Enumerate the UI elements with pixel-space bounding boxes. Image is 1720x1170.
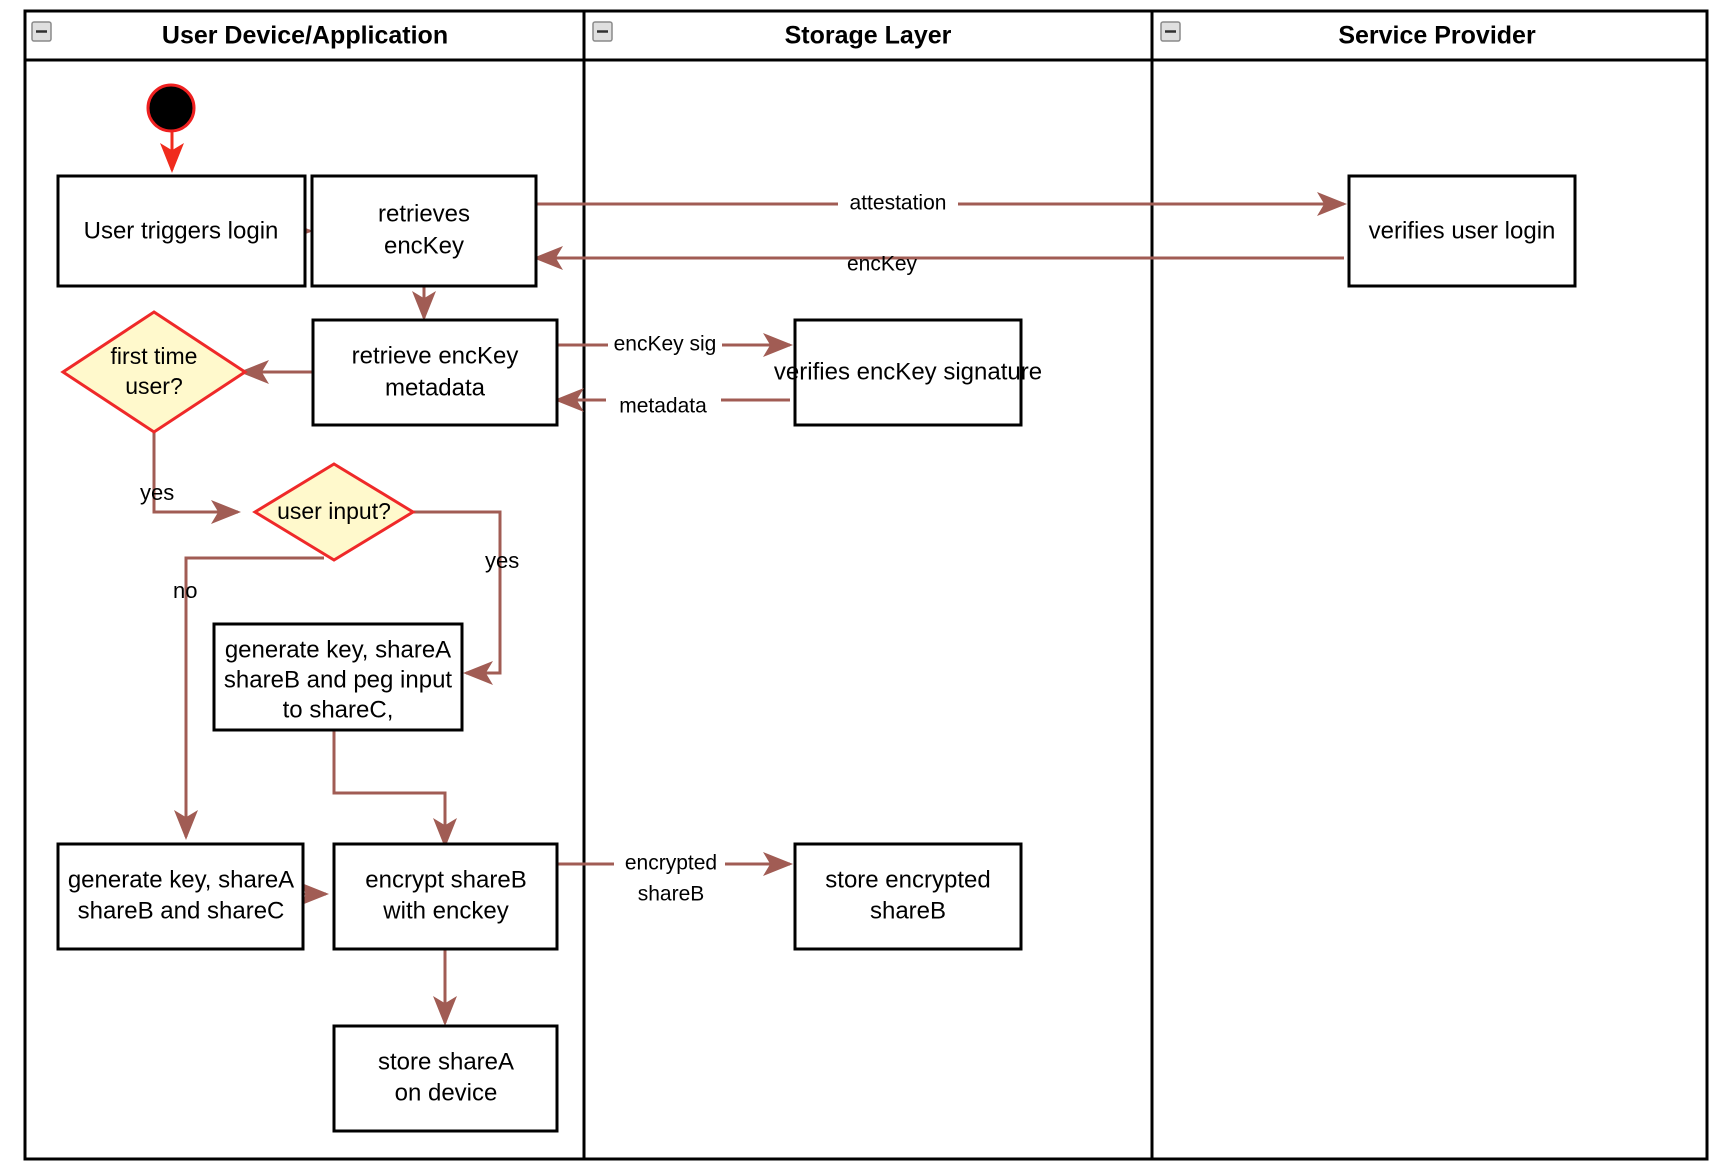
- node-encrypt-shareb[interactable]: encrypt shareB with enckey: [332, 842, 559, 951]
- activity-box[interactable]: [310, 174, 538, 288]
- node-label-line-1: store encrypted: [825, 866, 990, 893]
- node-label-line-1: retrieve encKey: [352, 342, 519, 369]
- edge-label-enckey-sig: encKey sig: [614, 333, 717, 356]
- edge-label-enckey: encKey: [847, 253, 918, 276]
- node-store-sharea[interactable]: store shareA on device: [332, 1024, 559, 1133]
- node-label-line-3: to shareC,: [283, 696, 394, 723]
- node-label-line-2: with enckey: [382, 897, 508, 924]
- node-label-line-2: shareB: [870, 897, 946, 924]
- edge-label-yes-first-time: yes: [140, 480, 174, 505]
- node-retrieves-enckey[interactable]: retrieves encKey: [310, 174, 538, 288]
- node-label-line-2: user?: [125, 373, 183, 399]
- decision-shape[interactable]: [60, 310, 248, 434]
- node-label-line-2: metadata: [385, 374, 486, 401]
- node-label-line-1: retrieves: [378, 200, 470, 227]
- node-verifies-enckey-signature[interactable]: verifies encKey signature: [774, 318, 1042, 427]
- edge-label-no-user-input: no: [173, 578, 197, 603]
- lane-title-storage: Storage Layer: [785, 22, 952, 50]
- lane-header-storage[interactable]: Storage Layer: [592, 21, 952, 50]
- lane-title-service-provider: Service Provider: [1338, 22, 1536, 50]
- node-label-line-2: encKey: [384, 232, 464, 259]
- start-node: [146, 83, 196, 133]
- lane-header-service-provider[interactable]: Service Provider: [1160, 21, 1536, 50]
- lane-title-user-device: User Device/Application: [162, 22, 448, 50]
- edge-label-yes-user-input: yes: [485, 548, 519, 573]
- node-generate-peg[interactable]: generate key, shareA shareB and peg inpu…: [212, 622, 464, 732]
- activity-box[interactable]: [56, 174, 307, 288]
- activity-box[interactable]: [311, 318, 559, 427]
- node-label-line-1: verifies user login: [1369, 217, 1556, 244]
- activity-box[interactable]: [1347, 174, 1577, 288]
- edge-firsttime-yes-to-userinput: [152, 412, 241, 524]
- edge-label-encrypted-line2: shareB: [638, 883, 705, 906]
- node-label-line-1: user input?: [277, 498, 391, 524]
- node-label-line-2: shareB and peg input: [224, 666, 453, 693]
- edge-userinput-no-to-generateabc: [174, 556, 324, 840]
- decision-shape[interactable]: [252, 462, 416, 562]
- node-first-time-user[interactable]: first time user?: [60, 310, 248, 434]
- node-user-input[interactable]: user input?: [252, 462, 416, 562]
- swimlane-frame: [23, 9, 1709, 1161]
- edge-label-encrypted-line1: encrypted: [625, 852, 717, 875]
- node-store-encrypted-shareb[interactable]: store encrypted shareB: [793, 842, 1023, 951]
- node-label-line-1: encrypt shareB: [365, 866, 526, 893]
- node-label-line-1: User triggers login: [84, 217, 279, 244]
- node-label-line-2: on device: [395, 1079, 498, 1106]
- edge-label-attestation: attestation: [850, 192, 947, 215]
- node-label-line-1: generate key, shareA: [68, 866, 294, 893]
- activity-box[interactable]: [56, 842, 305, 951]
- node-label-line-1: store shareA: [378, 1048, 514, 1075]
- edge-userinput-yes-to-peg: [410, 510, 502, 685]
- activity-box[interactable]: [793, 318, 1023, 427]
- activity-box[interactable]: [332, 1024, 559, 1133]
- node-user-triggers-login[interactable]: User triggers login: [56, 174, 307, 288]
- node-label-line-2: shareB and shareC: [78, 897, 285, 924]
- node-verifies-user-login[interactable]: verifies user login: [1347, 174, 1577, 288]
- node-generate-abc[interactable]: generate key, shareA shareB and shareC: [56, 842, 305, 951]
- node-label-line-1: verifies encKey signature: [774, 358, 1042, 385]
- edge-label-metadata: metadata: [619, 395, 707, 418]
- lane-header-user-device[interactable]: User Device/Application: [31, 21, 448, 50]
- node-label-line-1: first time: [111, 343, 198, 369]
- activity-box[interactable]: [212, 622, 464, 732]
- edge-peg-to-encrypt: [332, 727, 457, 848]
- node-label-line-1: generate key, shareA: [225, 636, 451, 663]
- activity-box[interactable]: [332, 842, 559, 951]
- node-retrieve-enckey-metadata[interactable]: retrieve encKey metadata: [311, 318, 559, 427]
- activity-box[interactable]: [793, 842, 1023, 951]
